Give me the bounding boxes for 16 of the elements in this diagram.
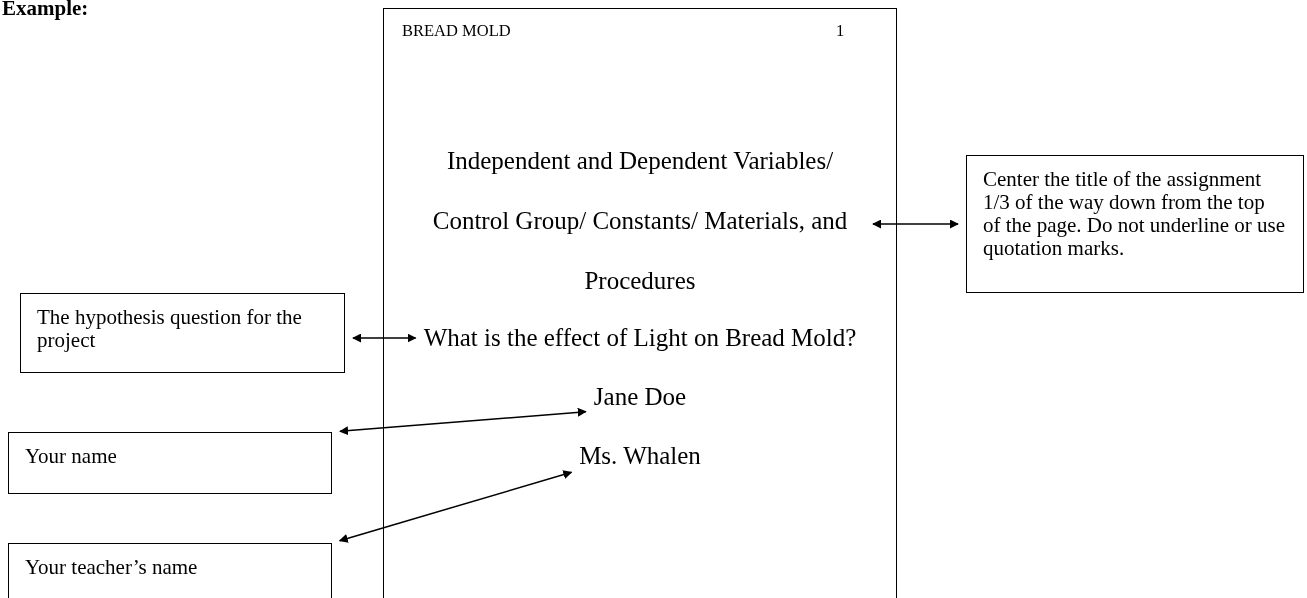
callout-box: Your teacher’s name xyxy=(8,543,332,598)
callout-box: Center the title of the assignment 1/3 of the way down from the top of the page. Do not underline or use quotation marks. xyxy=(966,155,1304,293)
double-arrow xyxy=(872,219,959,229)
teacher-name: Ms. Whalen xyxy=(579,442,701,470)
callout-box: The hypothesis question for the project xyxy=(20,293,345,373)
double-arrow xyxy=(338,470,573,543)
page-number: 1 xyxy=(836,21,845,41)
double-arrow xyxy=(352,333,417,343)
assignment-title: Independent and Dependent Variables/ Control Group/ Constants/ Materials, and Procedures xyxy=(415,131,865,311)
hypothesis-question: What is the effect of Light on Bread Mold? xyxy=(423,324,857,352)
running-head: BREAD MOLD xyxy=(402,21,511,41)
double-arrow xyxy=(339,407,587,436)
callout-box: Your name xyxy=(8,432,332,494)
student-name: Jane Doe xyxy=(593,383,687,411)
section-heading: Example: xyxy=(2,0,89,21)
paper-page xyxy=(383,8,897,598)
